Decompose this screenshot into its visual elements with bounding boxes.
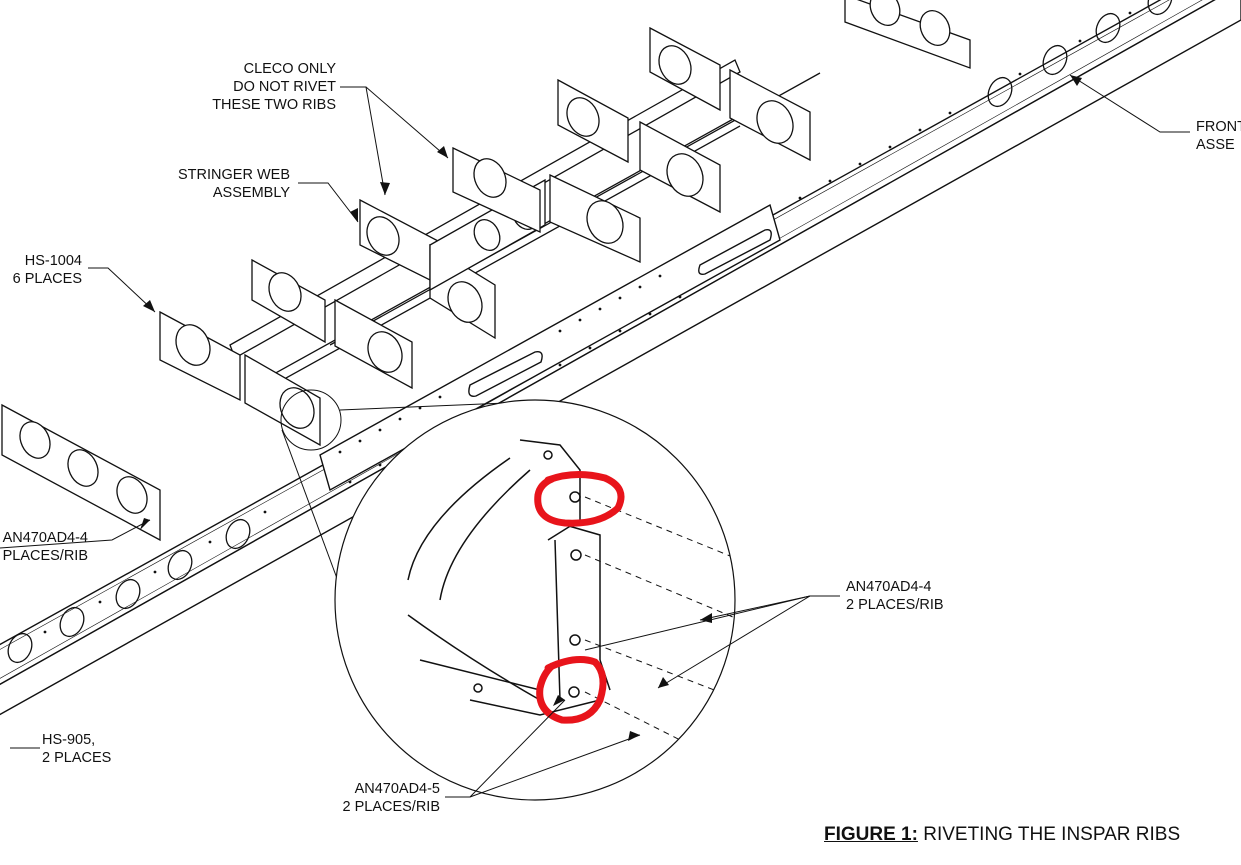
- callout-an470ad4-5: AN470AD4-5 2 PLACES/RIB: [320, 780, 440, 816]
- callout-hs1004-line1: HS-1004: [24, 253, 82, 269]
- callout-stringer-line1: STRINGER WEB: [178, 167, 290, 183]
- callout-cleco-line3: THESE TWO RIBS: [212, 97, 336, 113]
- callout-an4-right-line2: 2 PLACES/RIB: [846, 597, 944, 613]
- callout-an5-line2: 2 PLACES/RIB: [342, 799, 440, 815]
- callout-hs905-line1: HS-905,: [42, 732, 96, 748]
- callout-cleco-line1: CLECO ONLY: [243, 61, 336, 77]
- callout-an5-line1: AN470AD4-5: [354, 781, 440, 797]
- callout-an4-left-line1: AN470AD4-4: [2, 530, 88, 546]
- callout-hs1004: HS-1004 6 PLACES: [0, 252, 82, 288]
- inspar-ribs: [1, 0, 971, 542]
- figure-number: FIGURE 1:: [824, 824, 918, 845]
- callout-front-line1: FRONT: [1196, 119, 1241, 135]
- callout-cleco: CLECO ONLY DO NOT RIVET THESE TWO RIBS: [196, 60, 336, 114]
- callout-hs905: HS-905, 2 PLACES: [42, 731, 111, 767]
- front-spar: [0, 0, 1241, 716]
- highlight-marks: [534, 471, 625, 724]
- callout-an4-left-line2: PLACES/RIB: [2, 548, 88, 564]
- arrowheads: [140, 75, 1082, 741]
- callout-an470ad4-4-right: AN470AD4-4 2 PLACES/RIB: [846, 578, 944, 614]
- callout-an470ad4-4-left: AN470AD4-4 PLACES/RIB: [0, 529, 88, 565]
- callout-stringer-line2: ASSEMBLY: [212, 185, 290, 201]
- leader-lines: [0, 74, 1190, 798]
- figure-title: RIVETING THE INSPAR RIBS: [923, 824, 1181, 845]
- callout-hs1004-line2: 6 PLACES: [12, 271, 82, 287]
- detail-callout: [280, 389, 736, 801]
- callout-an4-right-line1: AN470AD4-4: [846, 579, 932, 595]
- callout-hs905-line2: 2 PLACES: [42, 750, 112, 766]
- callout-front-spar: FRONT ASSE: [1196, 118, 1241, 154]
- callout-front-line2: ASSE: [1196, 137, 1235, 153]
- figure-caption: FIGURE 1: RIVETING THE INSPAR RIBS: [824, 824, 1180, 846]
- callout-cleco-line2: DO NOT RIVET: [233, 79, 336, 95]
- callout-stringer-web: STRINGER WEB ASSEMBLY: [150, 166, 290, 202]
